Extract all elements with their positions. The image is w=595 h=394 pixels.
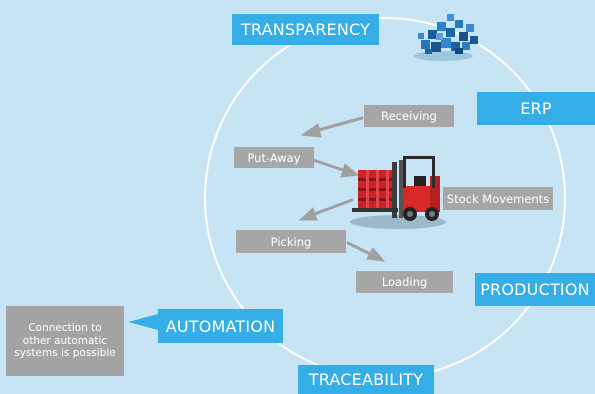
stage-automation: AUTOMATION — [158, 309, 283, 343]
red-forklift-icon — [350, 156, 446, 229]
stage-production: PRODUCTION — [475, 273, 595, 306]
process-picking: Picking — [236, 230, 346, 253]
process-arrows — [298, 116, 386, 262]
note-line-2: other automatic — [22, 334, 108, 347]
arrow-picking-to-loading — [346, 241, 386, 262]
stage-erp: ERP — [477, 92, 595, 125]
note-line-1: Connection to — [28, 322, 102, 335]
note-line-3: systems is possible — [14, 347, 116, 360]
arrow-receiving-to-putaway — [300, 116, 364, 138]
arrow-stock-to-picking — [298, 198, 354, 221]
stage-traceability: TRACEABILITY — [298, 365, 434, 394]
process-receiving: Receiving — [364, 105, 454, 127]
automation-pointer-arrow — [128, 314, 158, 330]
stage-transparency: TRANSPARENCY — [232, 14, 379, 45]
blue-cubes-cluster-icon — [413, 14, 478, 61]
connection-note: Connection to other automatic systems is… — [6, 306, 124, 376]
process-loading: Loading — [356, 271, 453, 293]
arrow-putaway-to-stock — [311, 158, 360, 178]
process-stock-movements: Stock Movements — [443, 187, 553, 210]
process-put-away: Put-Away — [234, 147, 314, 168]
